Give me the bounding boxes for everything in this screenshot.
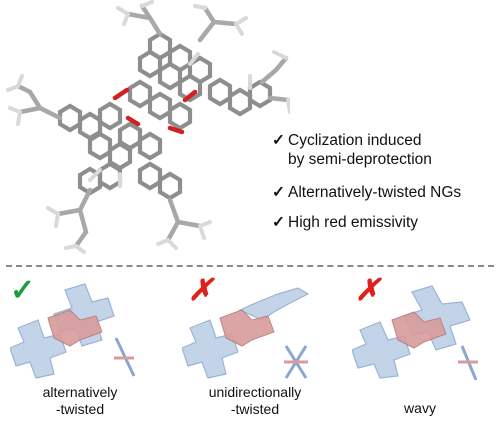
feature-text: Alternatively-twisted NGs xyxy=(288,184,462,201)
twist-model-wavy xyxy=(352,285,478,380)
mode-label: wavy xyxy=(404,400,436,416)
molecule-3d-model xyxy=(6,0,290,254)
twist-model-unidirectionally xyxy=(182,287,310,379)
feature-text: by semi-deprotection xyxy=(288,151,432,168)
checkmark-icon: ✓ xyxy=(272,214,285,231)
checkmark-icon: ✓ xyxy=(272,184,285,201)
mode-label: alternatively-twisted xyxy=(42,384,118,417)
feature-item: ✓Cyclization induced by semi-deprotectio… xyxy=(272,131,432,169)
wrong-cross-icon: ✗ xyxy=(188,274,214,307)
feature-text: High red emissivity xyxy=(288,214,419,231)
feature-item: ✓High red emissivity xyxy=(272,213,418,232)
mode-label: unidirectionally-twisted xyxy=(208,384,302,417)
checkmark-icon: ✓ xyxy=(272,132,285,149)
feature-item: ✓Alternatively-twisted NGs xyxy=(272,183,461,202)
correct-checkmark-icon: ✓ xyxy=(10,274,36,307)
wrong-cross-icon: ✗ xyxy=(355,274,381,307)
feature-text: Cyclization induced xyxy=(288,132,422,149)
section-divider xyxy=(6,265,494,267)
twist-model-alternatively xyxy=(10,283,136,379)
